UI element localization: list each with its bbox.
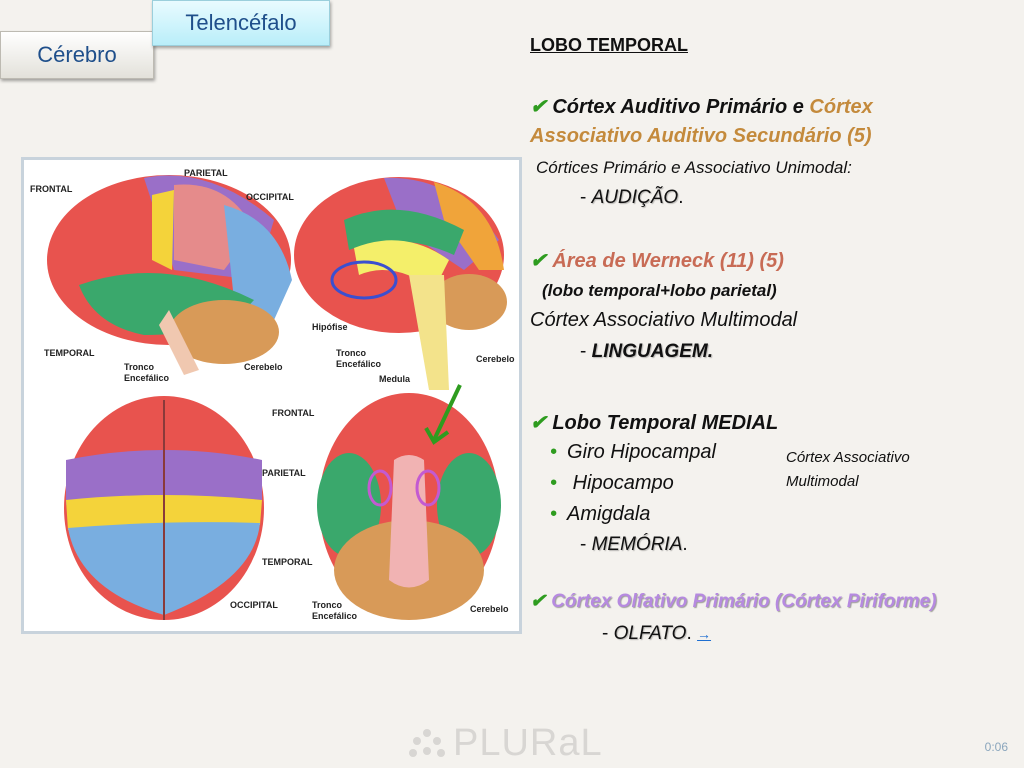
slide-time: 0:06 [984,740,1008,754]
label-parietal-superior: PARIETAL [262,468,306,478]
section-2-heading: ✔ Área de Werneck (11) (5) [530,250,784,272]
s1-line3: Córtices Primário e Associativo Unimodal… [536,158,852,177]
dots-icon [409,728,445,757]
label-temporal-inferior: TEMPORAL [262,557,313,567]
s2-line: Córtex Associativo Multimodal [530,309,798,331]
list-item: •Giro Hipocampal [550,441,716,463]
bullet-icon: • [550,441,558,463]
brain-lobes-figure: FRONTAL PARIETAL OCCIPITAL TEMPORAL Tron… [21,157,522,634]
s1-part2: Córtex [809,96,873,118]
brain-lateral-view [47,175,292,375]
s1-value: AUDIÇÃO [591,187,679,208]
label-occipital-superior: OCCIPITAL [230,600,278,610]
label-parietal-lateral: PARIETAL [184,168,228,178]
s3-side-note-1: Córtex Associativo [786,449,910,466]
label-frontal-inferior: FRONTAL [272,408,315,418]
section-3-heading: ✔ Lobo Temporal MEDIAL [530,412,779,434]
cerebro-tab[interactable]: Cérebro [0,31,154,79]
brain-sagittal-view [294,177,507,390]
section-1-heading: ✔ Córtex Auditivo Primário e Córtex [530,94,873,119]
label-hipofise: Hipófise [312,322,348,332]
label-cerebelo-lateral: Cerebelo [244,362,283,372]
telencefalo-tab[interactable]: Telencéfalo [152,0,330,46]
s3-side-note-2: Multimodal [786,473,859,490]
checkmark-icon: ✔ [530,96,547,118]
label-encefalico-sagittal: Encefálico [336,359,382,369]
label-frontal-lateral: FRONTAL [30,184,73,194]
s2-value: LINGUAGEM. [591,341,713,362]
bullet-icon: • [550,503,558,525]
checkmark-icon: ✔ [530,250,547,272]
s4-value: OLFATO [613,623,687,644]
label-tronco-lateral: Tronco [124,362,155,372]
label-temporal-lateral: TEMPORAL [44,348,95,358]
list-item: •Amigdala [550,503,651,525]
label-cerebelo-sagittal: Cerebelo [476,354,515,364]
label-encefalico-inferior: Encefálico [312,611,358,621]
next-arrow-link[interactable]: → [697,626,712,642]
s3-value: MEMÓRIA [591,534,683,555]
label-tronco-inferior: Tronco [312,600,343,610]
brain-superior-view [64,396,264,620]
checkmark-icon: ✔ [530,591,546,612]
plural-logo: PLURaL [407,722,603,765]
s1-part1: Córtex Auditivo Primário e [552,96,810,118]
label-medula: Medula [379,374,411,384]
bullet-icon: • [550,472,558,494]
brain-illustrations: FRONTAL PARIETAL OCCIPITAL TEMPORAL Tron… [30,168,515,621]
logo-text: PLURaL [453,722,603,764]
label-occipital-lateral: OCCIPITAL [246,192,294,202]
brain-inferior-view [317,384,501,620]
label-tronco-sagittal: Tronco [336,348,367,358]
s1-value-line: - AUDIÇÃO. [580,187,684,208]
label-encefalico-lateral: Encefálico [124,373,170,383]
s3-value-line: - MEMÓRIA. [580,534,688,555]
s2-value-line: - LINGUAGEM. [580,341,713,362]
section-title: LOBO TEMPORAL [530,35,688,55]
checkmark-icon: ✔ [530,412,547,434]
telencefalo-tab-label: Telencéfalo [185,10,297,35]
s1-line2: Associativo Auditivo Secundário (5) [530,125,872,147]
cerebro-tab-label: Cérebro [37,42,117,67]
s4-value-line: - OLFATO. → [602,623,712,644]
label-cerebelo-inferior: Cerebelo [470,604,509,614]
list-item: • Hipocampo [550,472,674,494]
section-4-heading: ✔ Córtex Olfativo Primário (Córtex Pirif… [530,591,937,612]
s2-sub: (lobo temporal+lobo parietal) [542,281,777,300]
